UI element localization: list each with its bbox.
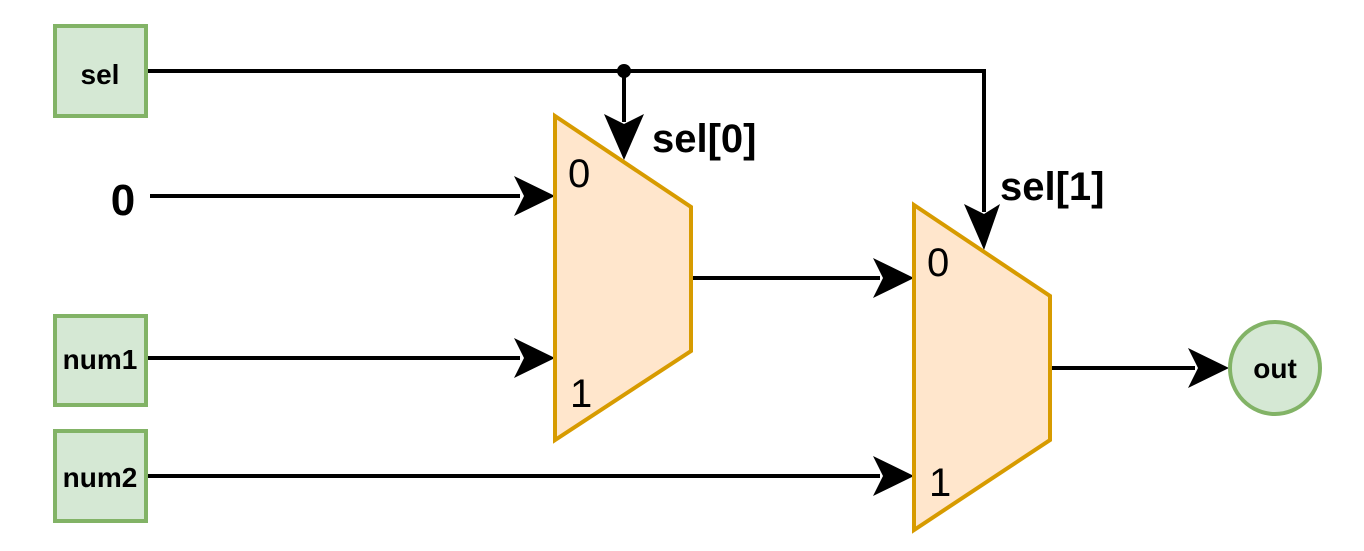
sel1-arrowhead	[964, 204, 1000, 250]
mux2-port0-label: 0	[927, 241, 949, 285]
constant-zero-label: 0	[111, 176, 135, 225]
out-arrowhead	[1188, 348, 1229, 388]
mux2-select-label: sel[1]	[1000, 165, 1105, 209]
sel0-arrowhead	[604, 114, 644, 160]
output-out[interactable]: out	[1228, 320, 1322, 416]
mux1-port1-label: 1	[570, 372, 592, 416]
mux2-port1-label: 1	[929, 461, 951, 505]
mux1-out-arrowhead	[873, 258, 914, 298]
mux1-port0-label: 0	[568, 152, 590, 196]
mux1-select-label: sel[0]	[652, 117, 757, 161]
input-num1[interactable]: num1	[53, 314, 148, 407]
output-out-label: out	[1253, 353, 1297, 384]
zero-arrowhead	[514, 176, 555, 216]
sel-wire	[148, 69, 986, 212]
mux1[interactable]: 0 1	[553, 112, 693, 444]
input-sel[interactable]: sel	[53, 24, 148, 118]
input-num1-label: num1	[63, 344, 138, 375]
num1-arrowhead	[514, 338, 555, 378]
input-num2-label: num2	[63, 462, 138, 493]
mux2[interactable]: 0 1	[912, 201, 1052, 534]
input-num2[interactable]: num2	[53, 429, 148, 523]
input-sel-label: sel	[81, 59, 120, 90]
wires	[148, 64, 1229, 496]
num2-arrowhead	[873, 456, 914, 496]
